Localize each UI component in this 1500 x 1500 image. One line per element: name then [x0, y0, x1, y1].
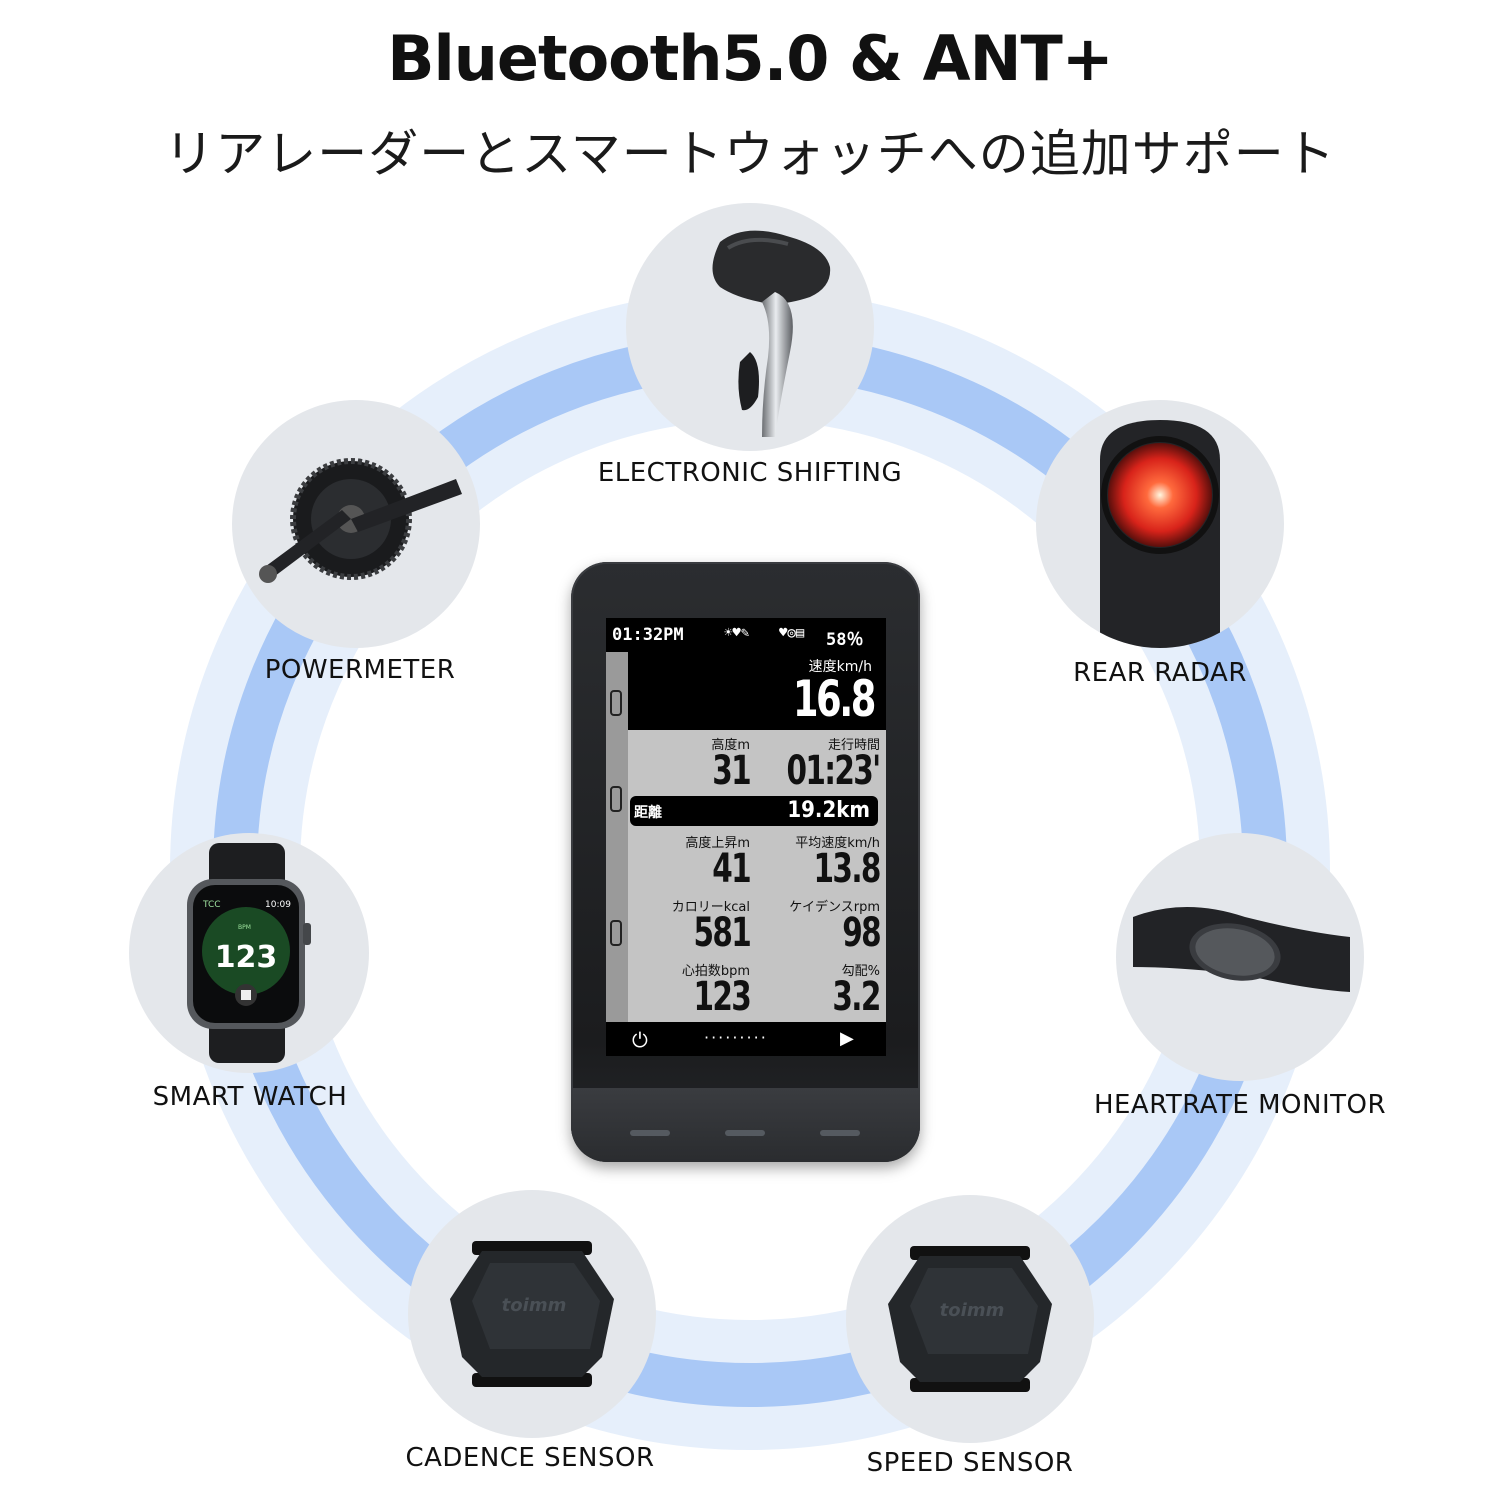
accessory-rear-radar [1036, 400, 1284, 648]
watch-time: 10:09 [265, 900, 291, 910]
grade-value: 3.2 [832, 974, 882, 1020]
accessory-electronic-shifting [626, 203, 874, 451]
elevation-gain-value: 41 [712, 846, 751, 892]
accessory-speed-sensor: toimm [846, 1195, 1094, 1443]
altitude-field: 高度m 31 [628, 730, 754, 796]
speed-sensor-brand: toimm [940, 1300, 1005, 1321]
crankset-icon [259, 458, 462, 583]
status-battery: 58％ [826, 630, 864, 650]
screen-bottom-bar: ⏻ ········· ▶ [606, 1022, 886, 1056]
radar-vehicle-icon [610, 690, 622, 716]
status-time: 01:32PM [612, 625, 684, 645]
distance-field: 距離 19.2km [630, 796, 878, 826]
grade-label: 勾配% [841, 964, 880, 979]
heart-rate-label: 心拍数bpm [681, 964, 750, 979]
power-icon[interactable]: ⏻ [632, 1028, 648, 1052]
rear-radar-icon [1100, 420, 1220, 648]
avg-speed-value: 13.8 [813, 846, 882, 892]
speed-label: 速度km/h [808, 659, 872, 675]
page-indicator: ········· [704, 1028, 768, 1047]
radar-vehicle-icon [610, 920, 622, 946]
device-button-center[interactable] [725, 1130, 765, 1136]
play-icon[interactable]: ▶ [840, 1028, 854, 1049]
heart-rate-field: 心拍数bpm 123 [628, 956, 754, 1022]
cadence-label: ケイデンスrpm [789, 900, 880, 915]
label-heartrate-monitor: HEARTRATE MONITOR [1093, 1090, 1387, 1120]
label-smart-watch: SMART WATCH [152, 1082, 348, 1112]
accessory-smart-watch: TCC 10:09 BPM 123 [129, 833, 369, 1073]
device-screen: 01:32PM ☀♥✎ ♥◎▤ 58％ 速度km/h 16.8 高度m 31 走… [606, 618, 886, 1056]
accessory-heartrate-monitor [1116, 833, 1364, 1081]
speed-field: 速度km/h 16.8 [628, 652, 878, 730]
calories-value: 581 [693, 910, 751, 956]
distance-label: 距離 [634, 805, 662, 821]
radar-strip [606, 652, 628, 1022]
status-bar: 01:32PM ☀♥✎ ♥◎▤ 58％ [606, 618, 886, 652]
ride-time-field: 走行時間 01:23' [758, 730, 884, 796]
distance-value: 19.2km [787, 798, 870, 823]
accessory-powermeter [232, 400, 480, 648]
page-subtitle: リアレーダーとスマートウォッチへの追加サポート [164, 125, 1336, 183]
cadence-sensor-brand: toimm [502, 1295, 567, 1316]
calories-field: カロリーkcal 581 [628, 892, 754, 958]
device-button-right[interactable] [820, 1130, 860, 1136]
elevation-gain-label: 高度上昇m [685, 836, 750, 851]
avg-speed-field: 平均速度km/h 13.8 [758, 828, 884, 894]
heart-rate-value: 123 [693, 974, 751, 1020]
altitude-label: 高度m [711, 738, 750, 753]
chest-strap-icon [1133, 907, 1350, 992]
avg-speed-label: 平均速度km/h [795, 836, 880, 851]
bike-computer-base [571, 1088, 920, 1162]
page-title: Bluetooth5.0 & ANT+ [387, 22, 1113, 95]
elevation-gain-field: 高度上昇m 41 [628, 828, 754, 894]
watch-heart-value: 123 [215, 940, 278, 975]
altitude-value: 31 [712, 748, 751, 794]
cadence-value: 98 [842, 910, 881, 956]
watch-unit: BPM [238, 924, 251, 931]
label-electronic-shifting: ELECTRONIC SHIFTING [597, 458, 903, 488]
calories-label: カロリーkcal [671, 900, 750, 915]
label-speed-sensor: SPEED SENSOR [866, 1448, 1074, 1478]
radar-vehicle-icon [610, 786, 622, 812]
watch-app-label: TCC [202, 900, 221, 910]
cadence-sensor-icon: toimm [450, 1241, 614, 1387]
smartwatch-icon: TCC 10:09 BPM 123 [187, 843, 311, 1063]
status-sensor-icons: ☀♥✎ [724, 625, 750, 641]
status-connection-icons: ♥◎▤ [779, 625, 805, 641]
data-fields-grid: 高度m 31 走行時間 01:23' 距離 19.2km 高度上昇m 41 平均… [628, 730, 886, 1022]
label-powermeter: POWERMETER [264, 655, 456, 685]
shifter-lever-icon [712, 230, 831, 437]
device-button-left[interactable] [630, 1130, 670, 1136]
grade-field: 勾配% 3.2 [758, 956, 884, 1022]
ride-time-value: 01:23' [786, 748, 882, 794]
speed-sensor-icon: toimm [888, 1246, 1052, 1392]
label-cadence-sensor: CADENCE SENSOR [405, 1443, 655, 1473]
ride-time-label: 走行時間 [827, 738, 880, 753]
speed-value: 16.8 [792, 670, 877, 728]
accessory-cadence-sensor: toimm [408, 1190, 656, 1438]
cadence-field: ケイデンスrpm 98 [758, 892, 884, 958]
label-rear-radar: REAR RADAR [1073, 658, 1247, 688]
